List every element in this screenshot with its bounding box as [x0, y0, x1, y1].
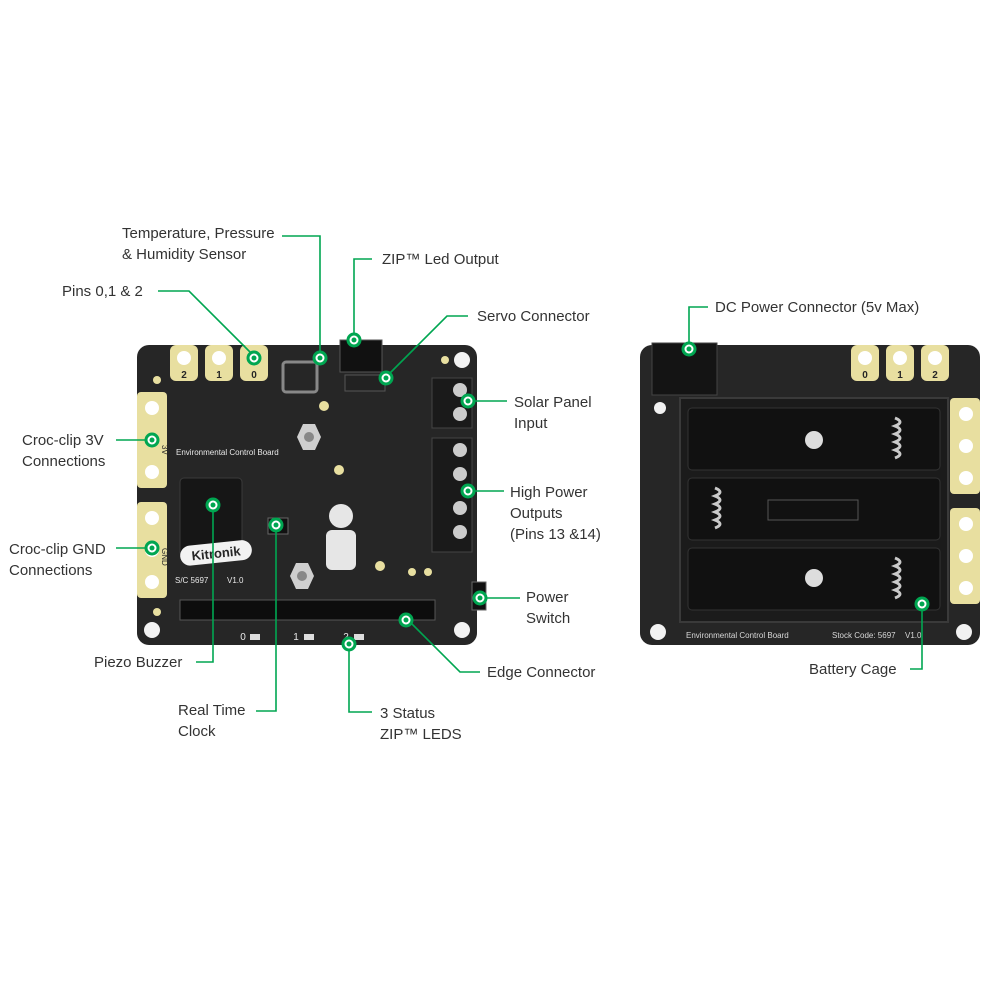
front-board: Kitronik Environmental Control Board S/C…	[137, 339, 487, 645]
label-dc-line1: DC Power Connector (5v Max)	[715, 299, 920, 316]
label-servo-connector: Servo Connector	[477, 306, 590, 327]
label-power-line2: Switch	[526, 610, 571, 627]
label-hp-line1: High Power	[510, 484, 588, 501]
label-temp-line2: & Humidity Sensor	[122, 246, 247, 263]
label-solar-line1: Solar Panel	[514, 394, 592, 411]
leader-markers	[144, 332, 930, 652]
label-rtc-line2: Clock	[178, 723, 216, 740]
label-zip-led-output: ZIP™ Led Output	[382, 249, 499, 270]
label-hp-line2: Outputs	[510, 505, 563, 522]
front-pin-label-0: 0	[251, 370, 257, 381]
front-pin-label-1: 1	[216, 370, 222, 381]
label-power-switch: Power Switch	[526, 587, 570, 629]
label-solar-line2: Input	[514, 415, 548, 432]
label-power-line1: Power	[526, 589, 569, 606]
side-gnd-text: GND	[160, 548, 169, 566]
back-stock-text: Stock Code: 5697	[832, 631, 896, 640]
side-3v-text: 3V	[160, 445, 169, 455]
label-status-line2: ZIP™ LEDS	[380, 726, 462, 743]
label-temp-line1: Temperature, Pressure	[122, 225, 275, 242]
label-high-power: High Power Outputs (Pins 13 &14)	[510, 482, 601, 545]
version-text: V1.0	[227, 576, 244, 585]
label-hp-line3: (Pins 13 &14)	[510, 526, 601, 543]
edge-pin-label-1: 1	[293, 632, 299, 643]
label-croc-3v: Croc-clip 3V Connections	[22, 430, 105, 472]
label-real-time-clock: Real Time Clock	[178, 700, 246, 742]
label-edge-line1: Edge Connector	[487, 664, 596, 681]
label-croc3v-line2: Connections	[22, 453, 106, 470]
back-version-text: V1.0	[905, 631, 922, 640]
label-zip-line1: ZIP™ Led Output	[382, 251, 499, 268]
label-status-line1: 3 Status	[380, 705, 436, 722]
label-crocgnd-line1: Croc-clip GND	[9, 541, 106, 558]
logo-text: Kitronik	[191, 543, 242, 563]
label-edge-connector: Edge Connector	[487, 662, 595, 683]
label-battery-line1: Battery Cage	[809, 661, 897, 678]
label-rtc-line1: Real Time	[178, 702, 246, 719]
label-crocgnd-line2: Connections	[9, 562, 93, 579]
board-name-text: Environmental Control Board	[176, 448, 279, 457]
back-board: 0 1 2 Environmental Co	[640, 342, 980, 645]
battery-cage-graphic	[679, 397, 949, 623]
label-pins-012: Pins 0,1 & 2	[62, 281, 143, 302]
label-solar-panel: Solar Panel Input	[514, 392, 592, 434]
stock-code-text: S/C 5697	[175, 576, 209, 585]
label-pins-line1: Pins 0,1 & 2	[62, 283, 143, 300]
back-pin-label-0: 0	[862, 370, 868, 381]
label-croc3v-line1: Croc-clip 3V	[22, 432, 104, 449]
label-piezo-line1: Piezo Buzzer	[94, 654, 183, 671]
label-temperature-sensor: Temperature, Pressure & Humidity Sensor	[122, 223, 275, 265]
front-pin-label-2: 2	[181, 370, 187, 381]
label-battery-cage: Battery Cage	[809, 659, 897, 680]
back-pin-label-2: 2	[932, 370, 938, 381]
label-piezo-buzzer: Piezo Buzzer	[94, 652, 182, 673]
leader-lines	[116, 235, 923, 713]
label-croc-gnd: Croc-clip GND Connections	[9, 539, 106, 581]
back-footer-text: Environmental Control Board	[686, 631, 789, 640]
label-servo-line1: Servo Connector	[477, 308, 590, 325]
label-dc-power: DC Power Connector (5v Max)	[715, 297, 919, 318]
label-status-leds: 3 Status ZIP™ LEDS	[380, 703, 462, 745]
edge-pin-label-0: 0	[240, 632, 246, 643]
back-pin-label-1: 1	[897, 370, 903, 381]
kitronik-logo: Kitronik	[180, 540, 252, 566]
